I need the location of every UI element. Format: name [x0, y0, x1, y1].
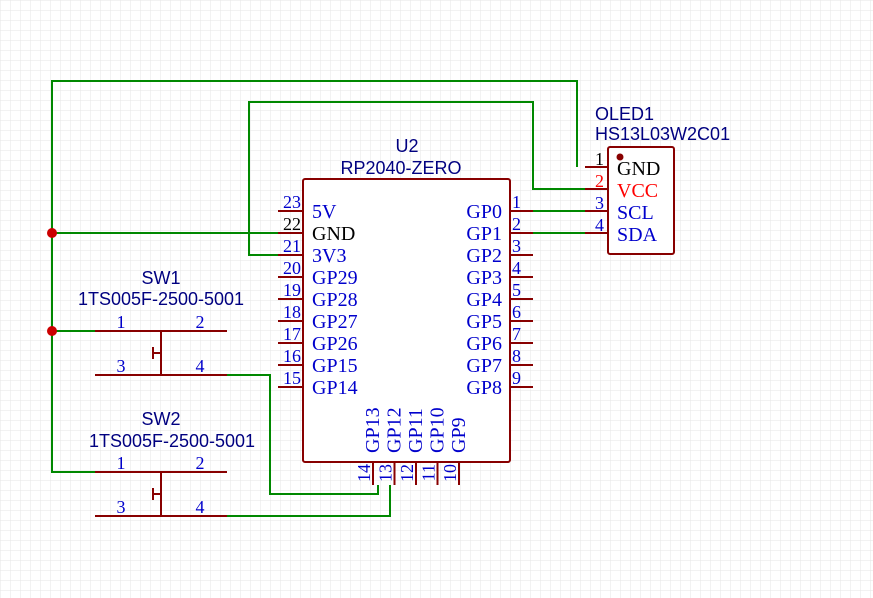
pin-name-gp0: GP0 [466, 201, 502, 223]
pin-name-gnd: GND [312, 223, 355, 245]
pin-number: 11 [419, 464, 439, 481]
pin-name-gp14: GP14 [312, 377, 358, 399]
switch-pin-number: 4 [196, 356, 205, 376]
wire-sw1-gp12 [227, 374, 379, 495]
pin-name-gp10: GP10 [427, 407, 449, 453]
pin-number: 15 [283, 368, 301, 388]
pin-number: 16 [283, 346, 301, 366]
pin-name-gp28: GP28 [312, 289, 358, 311]
junction-dot [47, 326, 57, 336]
pin-name-gp1: GP1 [466, 223, 502, 245]
u2-bottom-pins: 14 GP13 13 GP12 12 GP11 11 GP10 10 GP9 [354, 407, 470, 485]
pin-name-gp27: GP27 [312, 311, 358, 333]
pin-name-sda: SDA [617, 224, 658, 246]
sw2-part: 1TS005F-2500-5001 [89, 431, 255, 451]
switch-pin-number: 2 [196, 453, 205, 473]
pin-name-gp26: GP26 [312, 333, 358, 355]
pin-number: 3 [512, 236, 521, 256]
pin-name-5v: 5V [312, 201, 337, 223]
u2-designator: U2 [395, 136, 418, 156]
pin-number: 14 [354, 464, 374, 482]
pin-number: 4 [595, 215, 604, 235]
pin-number: 7 [512, 324, 521, 344]
sw2-component: SW2 1TS005F-2500-5001 1 2 3 4 [89, 409, 255, 517]
pin-number: 23 [283, 192, 301, 212]
wire-sw2-gp11 [227, 485, 391, 517]
oled1-designator: OLED1 [595, 104, 654, 124]
pin-number: 19 [283, 280, 301, 300]
wires [47, 80, 585, 517]
oled1-component: OLED1 HS13L03W2C01 1 GND 2 VCC 3 SCL 4 SDA [585, 104, 730, 255]
pin-name-gp9: GP9 [448, 417, 470, 453]
sw2-designator: SW2 [141, 409, 180, 429]
sw1-part: 1TS005F-2500-5001 [78, 289, 244, 309]
pin-number: 4 [512, 258, 521, 278]
switch-pin-number: 1 [117, 453, 126, 473]
pin-name-gp4: GP4 [466, 289, 502, 311]
pin-name-vcc: VCC [617, 180, 658, 202]
pin-number: 18 [283, 302, 301, 322]
pin-name-gp6: GP6 [466, 333, 502, 355]
pin-number: 20 [283, 258, 301, 278]
pin-name-3v3: 3V3 [312, 245, 346, 267]
pin-name-gp7: GP7 [466, 355, 502, 377]
pin-number: 22 [283, 214, 301, 234]
pin-number: 5 [512, 280, 521, 300]
pin-number: 3 [595, 193, 604, 213]
pin-name-gp2: GP2 [466, 245, 502, 267]
pin-number: 1 [595, 149, 604, 169]
sw1-designator: SW1 [141, 268, 180, 288]
sw1-symbol: 1 2 3 4 [95, 312, 227, 376]
pin-name-gp12: GP12 [384, 407, 406, 453]
pin-number: 17 [283, 324, 301, 344]
pin-name-gp29: GP29 [312, 267, 358, 289]
oled1-part: HS13L03W2C01 [595, 124, 730, 144]
wire-gnd-net [51, 80, 578, 473]
pin-name-gp3: GP3 [466, 267, 502, 289]
pin-number: 12 [397, 464, 417, 482]
oled1-pins: 1 GND 2 VCC 3 SCL 4 SDA [585, 149, 660, 246]
pin-number: 2 [512, 214, 521, 234]
wire-vcc-3v3 [248, 101, 585, 256]
switch-pin-number: 3 [117, 497, 126, 517]
switch-pin-number: 3 [117, 356, 126, 376]
oled1-body [607, 146, 675, 255]
pin-number: 8 [512, 346, 521, 366]
sw1-component: SW1 1TS005F-2500-5001 1 2 3 4 [78, 268, 244, 376]
pin-name-scl: SCL [617, 202, 654, 224]
switch-pin-number: 2 [196, 312, 205, 332]
u2-part: RP2040-ZERO [340, 158, 461, 178]
u2-right-pins: 1 GP0 2 GP1 3 GP2 4 GP3 5 GP4 6 GP5 7 GP6 8 GP7 9 GP8 [466, 192, 533, 399]
u2-left-pins: 23 5V 22 GND 21 3V3 20 GP29 19 GP28 18 GP27 17 GP26 16… [278, 192, 358, 399]
pin-number: 2 [595, 171, 604, 191]
pin-number: 10 [440, 464, 460, 482]
pin-name-gp5: GP5 [466, 311, 502, 333]
switch-pin-number: 4 [196, 497, 205, 517]
pin-number: 21 [283, 236, 301, 256]
junction-dot [47, 228, 57, 238]
pin-name-gp13: GP13 [362, 407, 384, 453]
pin-number: 6 [512, 302, 521, 322]
pin-name-gp15: GP15 [312, 355, 358, 377]
pin-number: 1 [512, 192, 521, 212]
pin-name-gp11: GP11 [405, 408, 427, 453]
pin1-marker [616, 153, 624, 161]
pin-name-gnd: GND [617, 158, 660, 180]
sw2-symbol: 1 2 3 4 [95, 453, 227, 517]
pin-number: 13 [376, 464, 396, 482]
pin-number: 9 [512, 368, 521, 388]
switch-pin-number: 1 [117, 312, 126, 332]
pin-name-gp8: GP8 [466, 377, 502, 399]
